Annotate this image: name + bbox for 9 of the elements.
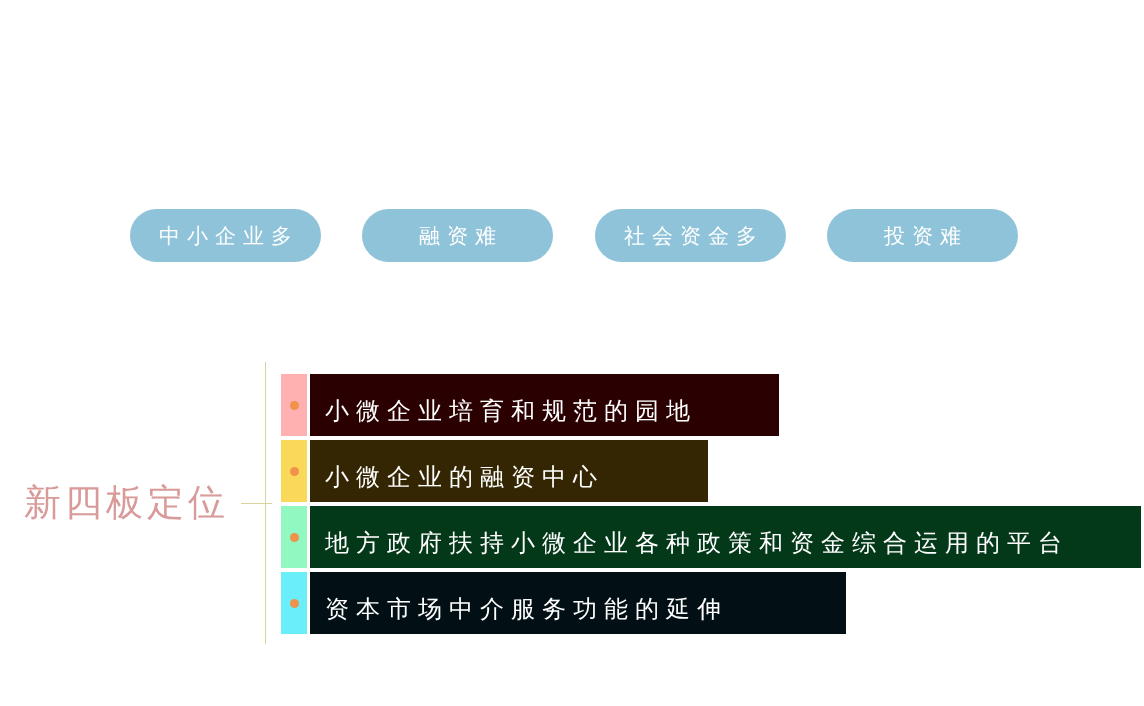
rounded-label: 投资难 (827, 209, 1018, 262)
rounded-label: 社会资金多 (595, 209, 786, 262)
text-bar: 资本市场中介服务功能的延伸 (310, 572, 846, 634)
text-bar: 地方政府扶持小微企业各种政策和资金综合运用的平台 (310, 506, 1141, 568)
rounded-label: 中小企业多 (130, 209, 321, 262)
rounded-label: 融资难 (362, 209, 553, 262)
text-bar: 小微企业培育和规范的园地 (310, 374, 779, 436)
text-bar: 小微企业的融资中心 (310, 440, 708, 502)
section-title: 新四板定位 (24, 480, 229, 526)
